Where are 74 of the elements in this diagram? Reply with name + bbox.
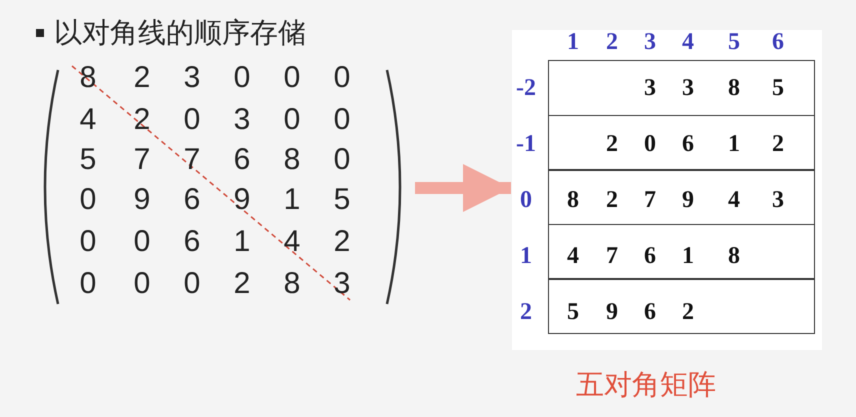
matrix-entry: 9 bbox=[232, 182, 252, 218]
column-header: 1 bbox=[566, 28, 580, 57]
matrix-entry: 8 bbox=[282, 142, 302, 178]
matrix-entry: 2 bbox=[232, 266, 252, 302]
matrix-entry: 0 bbox=[332, 102, 352, 138]
table-entry: 7 bbox=[643, 186, 657, 215]
table-entry: 8 bbox=[727, 242, 741, 271]
table-entry: 3 bbox=[681, 74, 695, 103]
table-entry: 4 bbox=[727, 186, 741, 215]
matrix-entry: 6 bbox=[182, 182, 202, 218]
table-entry: 4 bbox=[566, 242, 580, 271]
column-header: 5 bbox=[727, 28, 741, 57]
table-entry: 2 bbox=[771, 130, 785, 159]
table-entry: 3 bbox=[771, 186, 785, 215]
matrix-entry: 2 bbox=[332, 224, 352, 260]
matrix-entry: 0 bbox=[332, 142, 352, 178]
matrix-entry: 0 bbox=[78, 182, 98, 218]
table-entry: 9 bbox=[681, 186, 695, 215]
matrix-entry: 1 bbox=[282, 182, 302, 218]
matrix-entry: 7 bbox=[132, 142, 152, 178]
matrix-entry: 2 bbox=[132, 102, 152, 138]
matrix-entry: 9 bbox=[132, 182, 152, 218]
matrix-entry: 0 bbox=[78, 266, 98, 302]
arrow bbox=[415, 164, 511, 212]
table-entry: 1 bbox=[681, 242, 695, 271]
matrix-entry: 4 bbox=[78, 102, 98, 138]
matrix-entry: 0 bbox=[282, 60, 302, 96]
table-entry: 2 bbox=[605, 186, 619, 215]
column-header: 3 bbox=[643, 28, 657, 57]
column-header: 4 bbox=[681, 28, 695, 57]
matrix-entry: 0 bbox=[232, 60, 252, 96]
matrix-entry: 0 bbox=[282, 102, 302, 138]
table-entry: 0 bbox=[643, 130, 657, 159]
row-header: -2 bbox=[515, 74, 537, 103]
table-entry: 6 bbox=[643, 298, 657, 327]
matrix-entry: 5 bbox=[78, 142, 98, 178]
matrix-entry: 0 bbox=[182, 102, 202, 138]
row-header: 1 bbox=[519, 242, 533, 271]
matrix-entry: 0 bbox=[132, 266, 152, 302]
table-entry: 6 bbox=[681, 130, 695, 159]
matrix-entry: 7 bbox=[182, 142, 202, 178]
table-entry: 2 bbox=[605, 130, 619, 159]
table-entry: 7 bbox=[605, 242, 619, 271]
table-entry: 5 bbox=[566, 298, 580, 327]
table-entry: 6 bbox=[643, 242, 657, 271]
table-entry: 9 bbox=[605, 298, 619, 327]
column-header: 2 bbox=[605, 28, 619, 57]
matrix-entry: 5 bbox=[332, 182, 352, 218]
table-entry: 3 bbox=[643, 74, 657, 103]
row-header: -1 bbox=[515, 130, 537, 159]
table-entry: 8 bbox=[727, 74, 741, 103]
matrix-entry: 0 bbox=[182, 266, 202, 302]
table-entry: 5 bbox=[771, 74, 785, 103]
matrix-entry: 3 bbox=[232, 102, 252, 138]
matrix-entry: 6 bbox=[232, 142, 252, 178]
title: 以对角线的顺序存储 bbox=[54, 16, 306, 50]
row-header: 2 bbox=[519, 298, 533, 327]
table-entry: 2 bbox=[681, 298, 695, 327]
row-header: 0 bbox=[519, 186, 533, 215]
matrix-entry: 1 bbox=[232, 224, 252, 260]
matrix-entry: 3 bbox=[182, 60, 202, 96]
matrix-entry: 4 bbox=[282, 224, 302, 260]
table-panel bbox=[512, 30, 822, 350]
caption: 五对角矩阵 bbox=[576, 368, 716, 402]
matrix-entry: 0 bbox=[132, 224, 152, 260]
matrix-entry: 3 bbox=[332, 266, 352, 302]
matrix-entry: 6 bbox=[182, 224, 202, 260]
matrix-entry: 2 bbox=[132, 60, 152, 96]
matrix-entry: 8 bbox=[282, 266, 302, 302]
column-header: 6 bbox=[771, 28, 785, 57]
matrix-entry: 0 bbox=[78, 224, 98, 260]
table-entry: 1 bbox=[727, 130, 741, 159]
matrix-entry: 0 bbox=[332, 60, 352, 96]
table-entry: 8 bbox=[566, 186, 580, 215]
